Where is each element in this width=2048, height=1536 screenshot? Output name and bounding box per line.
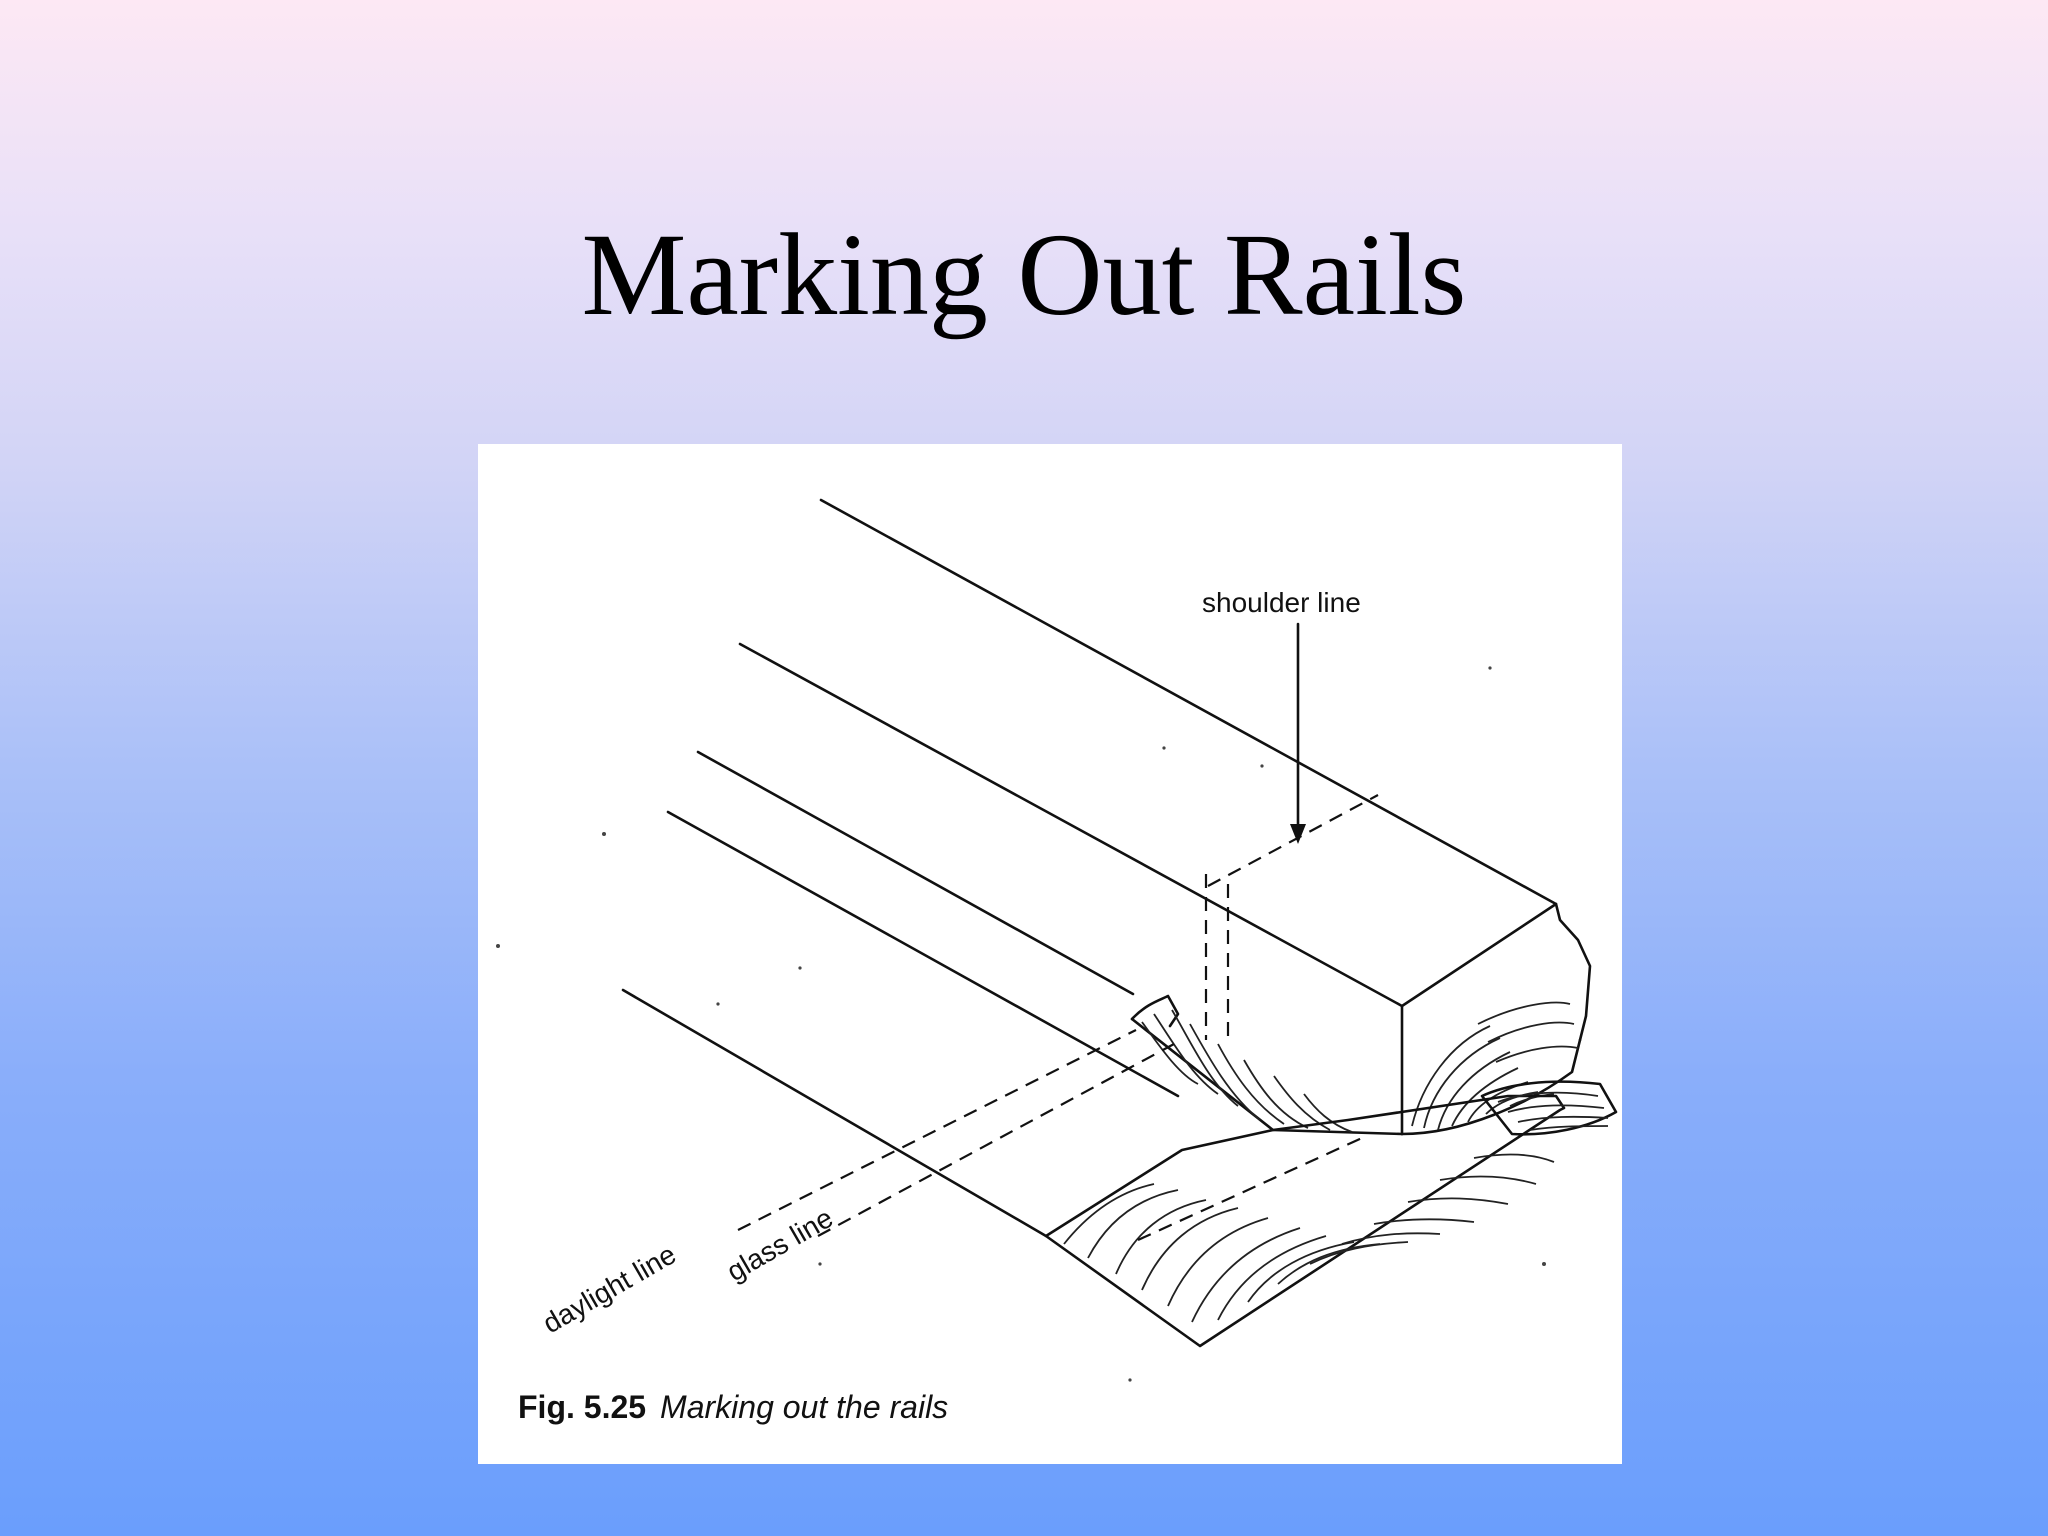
scan-specks <box>496 666 1546 1382</box>
tenon-end-grain <box>1480 1080 1618 1136</box>
rail-haunch-section <box>1130 994 1404 1136</box>
figure-caption: Fig. 5.25 Marking out the rails <box>518 1389 948 1425</box>
rail-marking-figure: shoulder line daylight line glass line F… <box>478 444 1622 1464</box>
glass-line-label: glass line <box>722 1202 839 1287</box>
shoulder-line-arrow <box>1290 622 1306 844</box>
marking-dashed-lines <box>737 794 1379 1242</box>
daylight-dashed-line <box>737 1029 1137 1231</box>
daylight-line-label: daylight line <box>538 1238 682 1339</box>
shoulder-line-label: shoulder line <box>1202 587 1361 618</box>
rail-edge-lines <box>621 498 1558 1238</box>
shoulder-dashed-line <box>1207 794 1379 887</box>
rail-drawing: shoulder line daylight line glass line F… <box>496 498 1618 1425</box>
figure-caption-text: Marking out the rails <box>660 1389 948 1425</box>
slide-title: Marking Out Rails <box>581 209 1467 340</box>
figure-caption-number: Fig. 5.25 <box>518 1389 646 1425</box>
end-grain-slab <box>1044 1094 1566 1348</box>
rail-end-block <box>1400 902 1592 1136</box>
